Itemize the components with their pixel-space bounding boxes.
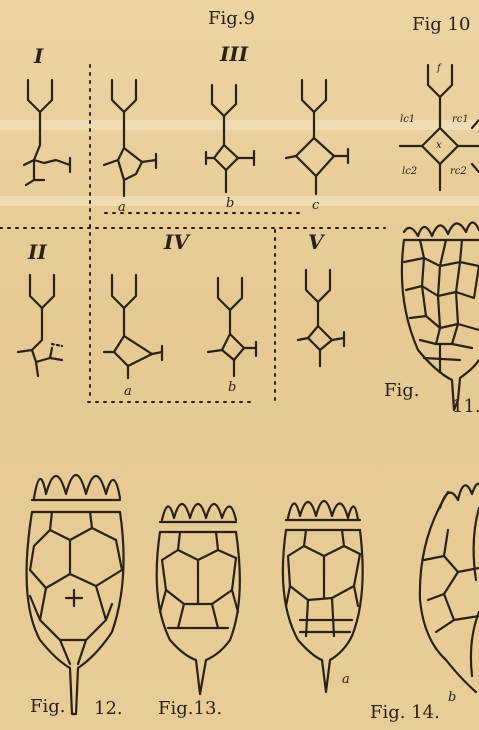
fig13-label: Fig.13.	[158, 698, 222, 719]
sub-label-b: b	[226, 196, 234, 211]
fig9-diagram-IIIb	[206, 85, 254, 192]
fig9-diagram-IIIc	[286, 80, 348, 194]
fig11-label-number: 11.	[452, 396, 479, 417]
roman-numeral-I: I	[34, 44, 43, 68]
fig9-grid	[0, 65, 385, 402]
fig10-label-lc2: lc2	[402, 166, 417, 177]
fig9-label: Fig.9	[208, 8, 255, 29]
sub-label-b: b	[448, 690, 456, 705]
sub-label-c: c	[312, 198, 319, 213]
fig14a-drawing	[283, 501, 363, 692]
fig9-diagram-V	[298, 270, 344, 366]
roman-numeral-IV: IV	[164, 230, 189, 254]
roman-numeral-V: V	[308, 230, 324, 254]
fig14b-drawing	[420, 484, 479, 692]
fig12-label-prefix: Fig.	[30, 696, 66, 717]
sub-label-a: a	[118, 200, 126, 215]
roman-numeral-III: III	[220, 42, 248, 66]
fig10-label-rc1: rc1	[452, 114, 469, 125]
sub-label-a: a	[342, 672, 350, 687]
fig10-label-f: f	[437, 63, 441, 74]
fig9-diagram-I	[24, 80, 70, 185]
fig12-drawing	[27, 475, 124, 714]
fig10-label-rc2: rc2	[450, 166, 467, 177]
sub-label-b: b	[228, 380, 236, 395]
fig10-label-lc1: lc1	[400, 114, 415, 125]
roman-numeral-II: II	[28, 240, 47, 264]
fig14-label: Fig. 14.	[370, 702, 440, 723]
fig10-label: Fig 10	[412, 14, 470, 35]
fig9-diagram-II	[18, 275, 62, 376]
sub-label-a: a	[124, 384, 132, 399]
fig12-label-number: 12.	[94, 698, 123, 719]
fig9-diagram-IVa	[104, 275, 162, 378]
fig11-label-prefix: Fig.	[384, 380, 420, 401]
fig9-diagram-IVb	[208, 278, 256, 376]
fig9-diagram-IIIa	[104, 80, 156, 196]
fig13-drawing	[157, 504, 240, 694]
fig10-label-x: x	[436, 140, 442, 151]
